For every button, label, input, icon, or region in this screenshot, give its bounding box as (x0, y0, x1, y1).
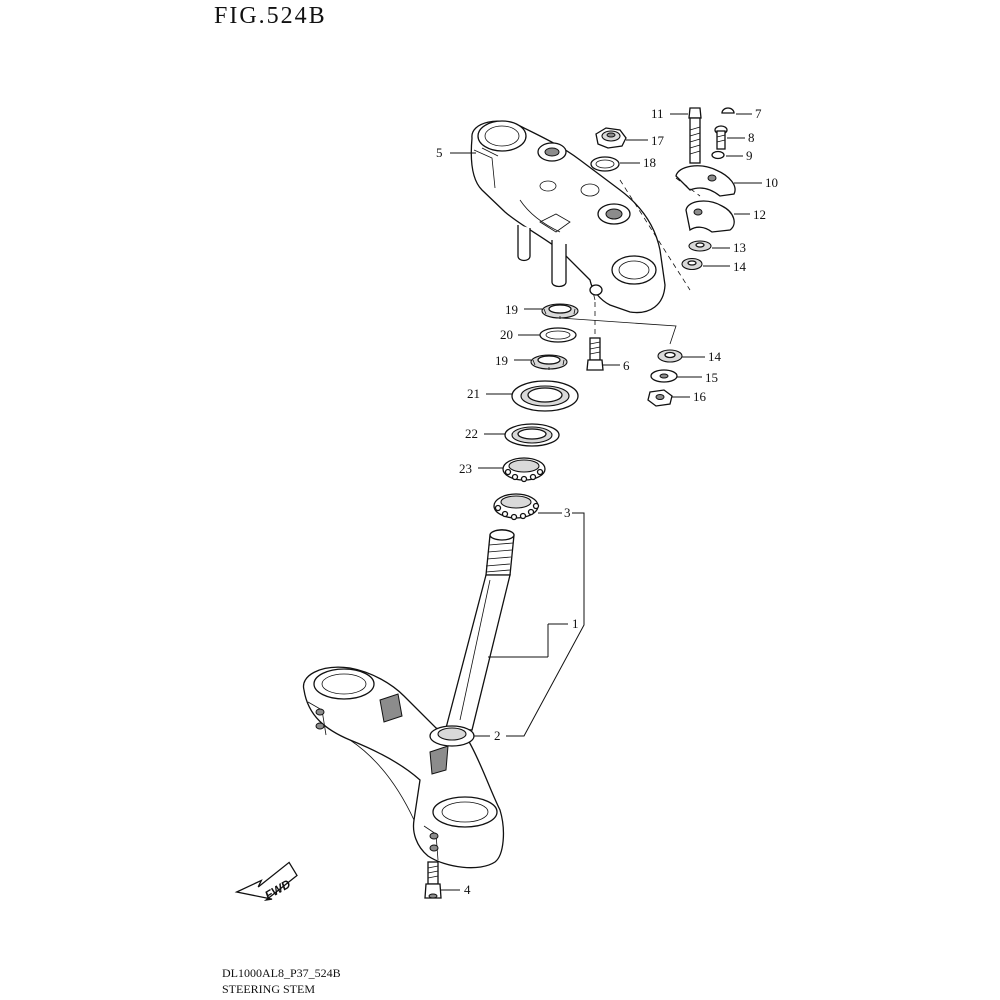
steering-stem-lower-bracket (302, 529, 515, 869)
callout-16: 16 (693, 389, 707, 404)
leader-lines (441, 113, 762, 891)
callout-19-lower: 19 (495, 353, 508, 368)
damper-13 (688, 240, 712, 252)
callout-14-lower: 14 (708, 349, 722, 364)
lock-washer-20 (539, 327, 577, 343)
callout-5: 5 (436, 145, 443, 160)
callout-13: 13 (733, 240, 746, 255)
callout-6: 6 (623, 358, 630, 373)
lock-nut-19-upper (541, 303, 579, 319)
upper-bracket (470, 120, 666, 314)
callout-2: 2 (494, 728, 501, 743)
callout-4: 4 (464, 882, 471, 897)
callout-14-upper: 14 (733, 259, 747, 274)
bearing-23 (502, 457, 546, 483)
bolt-4 (424, 861, 442, 899)
callout-9: 9 (746, 148, 753, 163)
cap-7 (721, 107, 735, 114)
callout-17: 17 (651, 133, 665, 148)
callout-7: 7 (755, 106, 762, 121)
callout-12: 12 (753, 207, 766, 222)
bolt-11 (688, 107, 702, 164)
stem-nut-17 (595, 127, 627, 149)
callout-15: 15 (705, 370, 718, 385)
bearing-3 (493, 493, 540, 521)
fwd-arrow: FWD (234, 861, 298, 903)
bolt-6 (586, 337, 604, 371)
drawing-code: DL1000AL8_P37_524B (222, 966, 341, 980)
callout-1: 1 (572, 616, 579, 631)
washer-15 (650, 369, 678, 383)
handlebar-clamp-upper (675, 165, 736, 197)
callout-18: 18 (643, 155, 656, 170)
washer-14-upper (681, 257, 703, 271)
handlebar-clamp-lower (685, 200, 735, 233)
callout-19-upper: 19 (505, 302, 518, 317)
callout-10: 10 (765, 175, 778, 190)
callout-20: 20 (500, 327, 513, 342)
figure-title: FIG.524B (214, 3, 327, 29)
washer-9 (711, 150, 725, 160)
nut-16 (647, 389, 673, 407)
callout-23: 23 (459, 461, 472, 476)
callout-8: 8 (748, 130, 755, 145)
screw-8 (714, 125, 728, 150)
callout-labels: 5 11 7 8 9 10 12 13 14 17 18 19 20 19 21… (436, 106, 778, 897)
bearing-race-22 (504, 423, 560, 447)
drawing-name: STEERING STEM (222, 982, 315, 996)
dust-seal-21 (511, 380, 579, 412)
washer-18 (590, 156, 620, 172)
callout-11: 11 (651, 106, 664, 121)
washer-14-lower (657, 349, 683, 363)
lock-nut-19-lower (530, 354, 568, 370)
callout-3: 3 (564, 505, 571, 520)
callout-22: 22 (465, 426, 478, 441)
callout-21: 21 (467, 386, 480, 401)
